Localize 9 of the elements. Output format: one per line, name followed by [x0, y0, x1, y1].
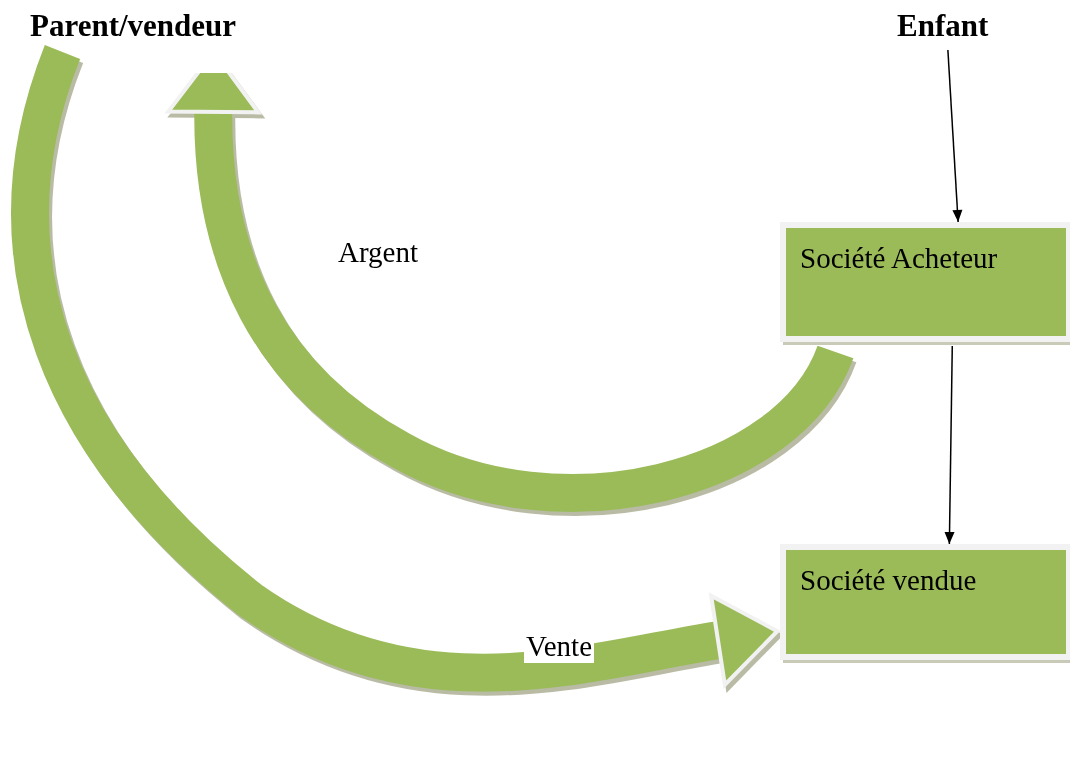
process-box — [780, 222, 1070, 342]
node-text: Société Acheteur — [800, 242, 998, 274]
heading-label: Enfant — [897, 8, 1003, 48]
heading-label: Parent/vendeur — [30, 8, 262, 48]
curved-arrow — [11, 45, 780, 692]
node-text: Société vendue — [800, 564, 977, 596]
process-box — [780, 544, 1070, 660]
arrow — [944, 345, 955, 545]
arrow — [947, 49, 963, 223]
